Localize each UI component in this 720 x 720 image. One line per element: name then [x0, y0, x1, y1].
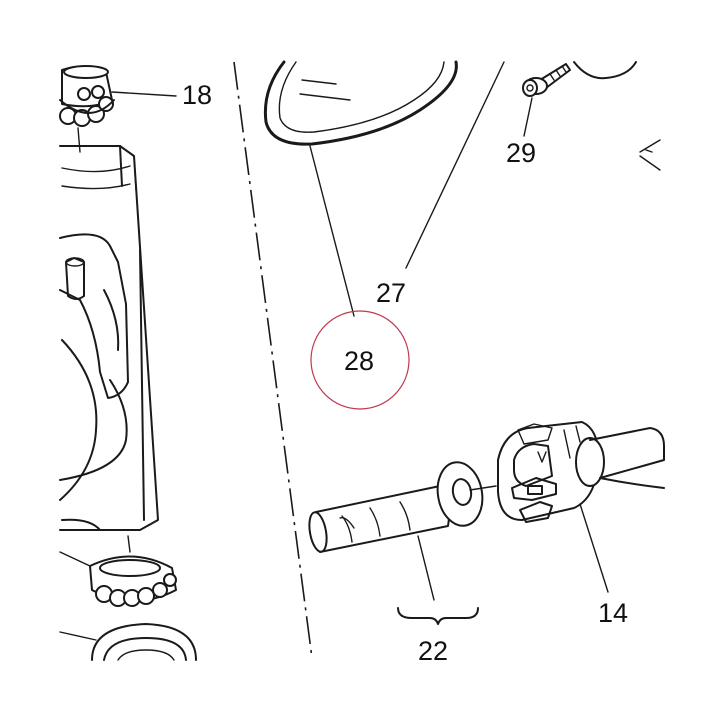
- label-29: 29: [506, 138, 536, 168]
- steering-head-assembly: [59, 65, 197, 661]
- top-bearing: [59, 65, 115, 127]
- label-14: 14: [598, 598, 628, 628]
- bottom-bearing: [89, 535, 177, 607]
- brace-22: [397, 607, 479, 625]
- screw: [522, 63, 571, 97]
- leader-18: [111, 91, 177, 97]
- label-18: 18: [182, 80, 212, 110]
- mirror-mount-part: [573, 61, 661, 171]
- leader-22: [417, 535, 435, 601]
- leader-29: [523, 97, 533, 137]
- label-27: 27: [376, 278, 406, 308]
- leader-27: [405, 61, 505, 269]
- label-28: 28: [344, 346, 374, 376]
- leader-14: [579, 503, 609, 593]
- label-22: 22: [418, 636, 448, 666]
- leader-28: [309, 145, 355, 317]
- axis-centerline: [233, 61, 313, 659]
- throttle-grip: [308, 461, 497, 553]
- bottom-seal-ring: [91, 623, 197, 661]
- switch-housing: [497, 421, 665, 523]
- throttle-cable: [263, 60, 458, 146]
- highlight-circle: [310, 310, 410, 410]
